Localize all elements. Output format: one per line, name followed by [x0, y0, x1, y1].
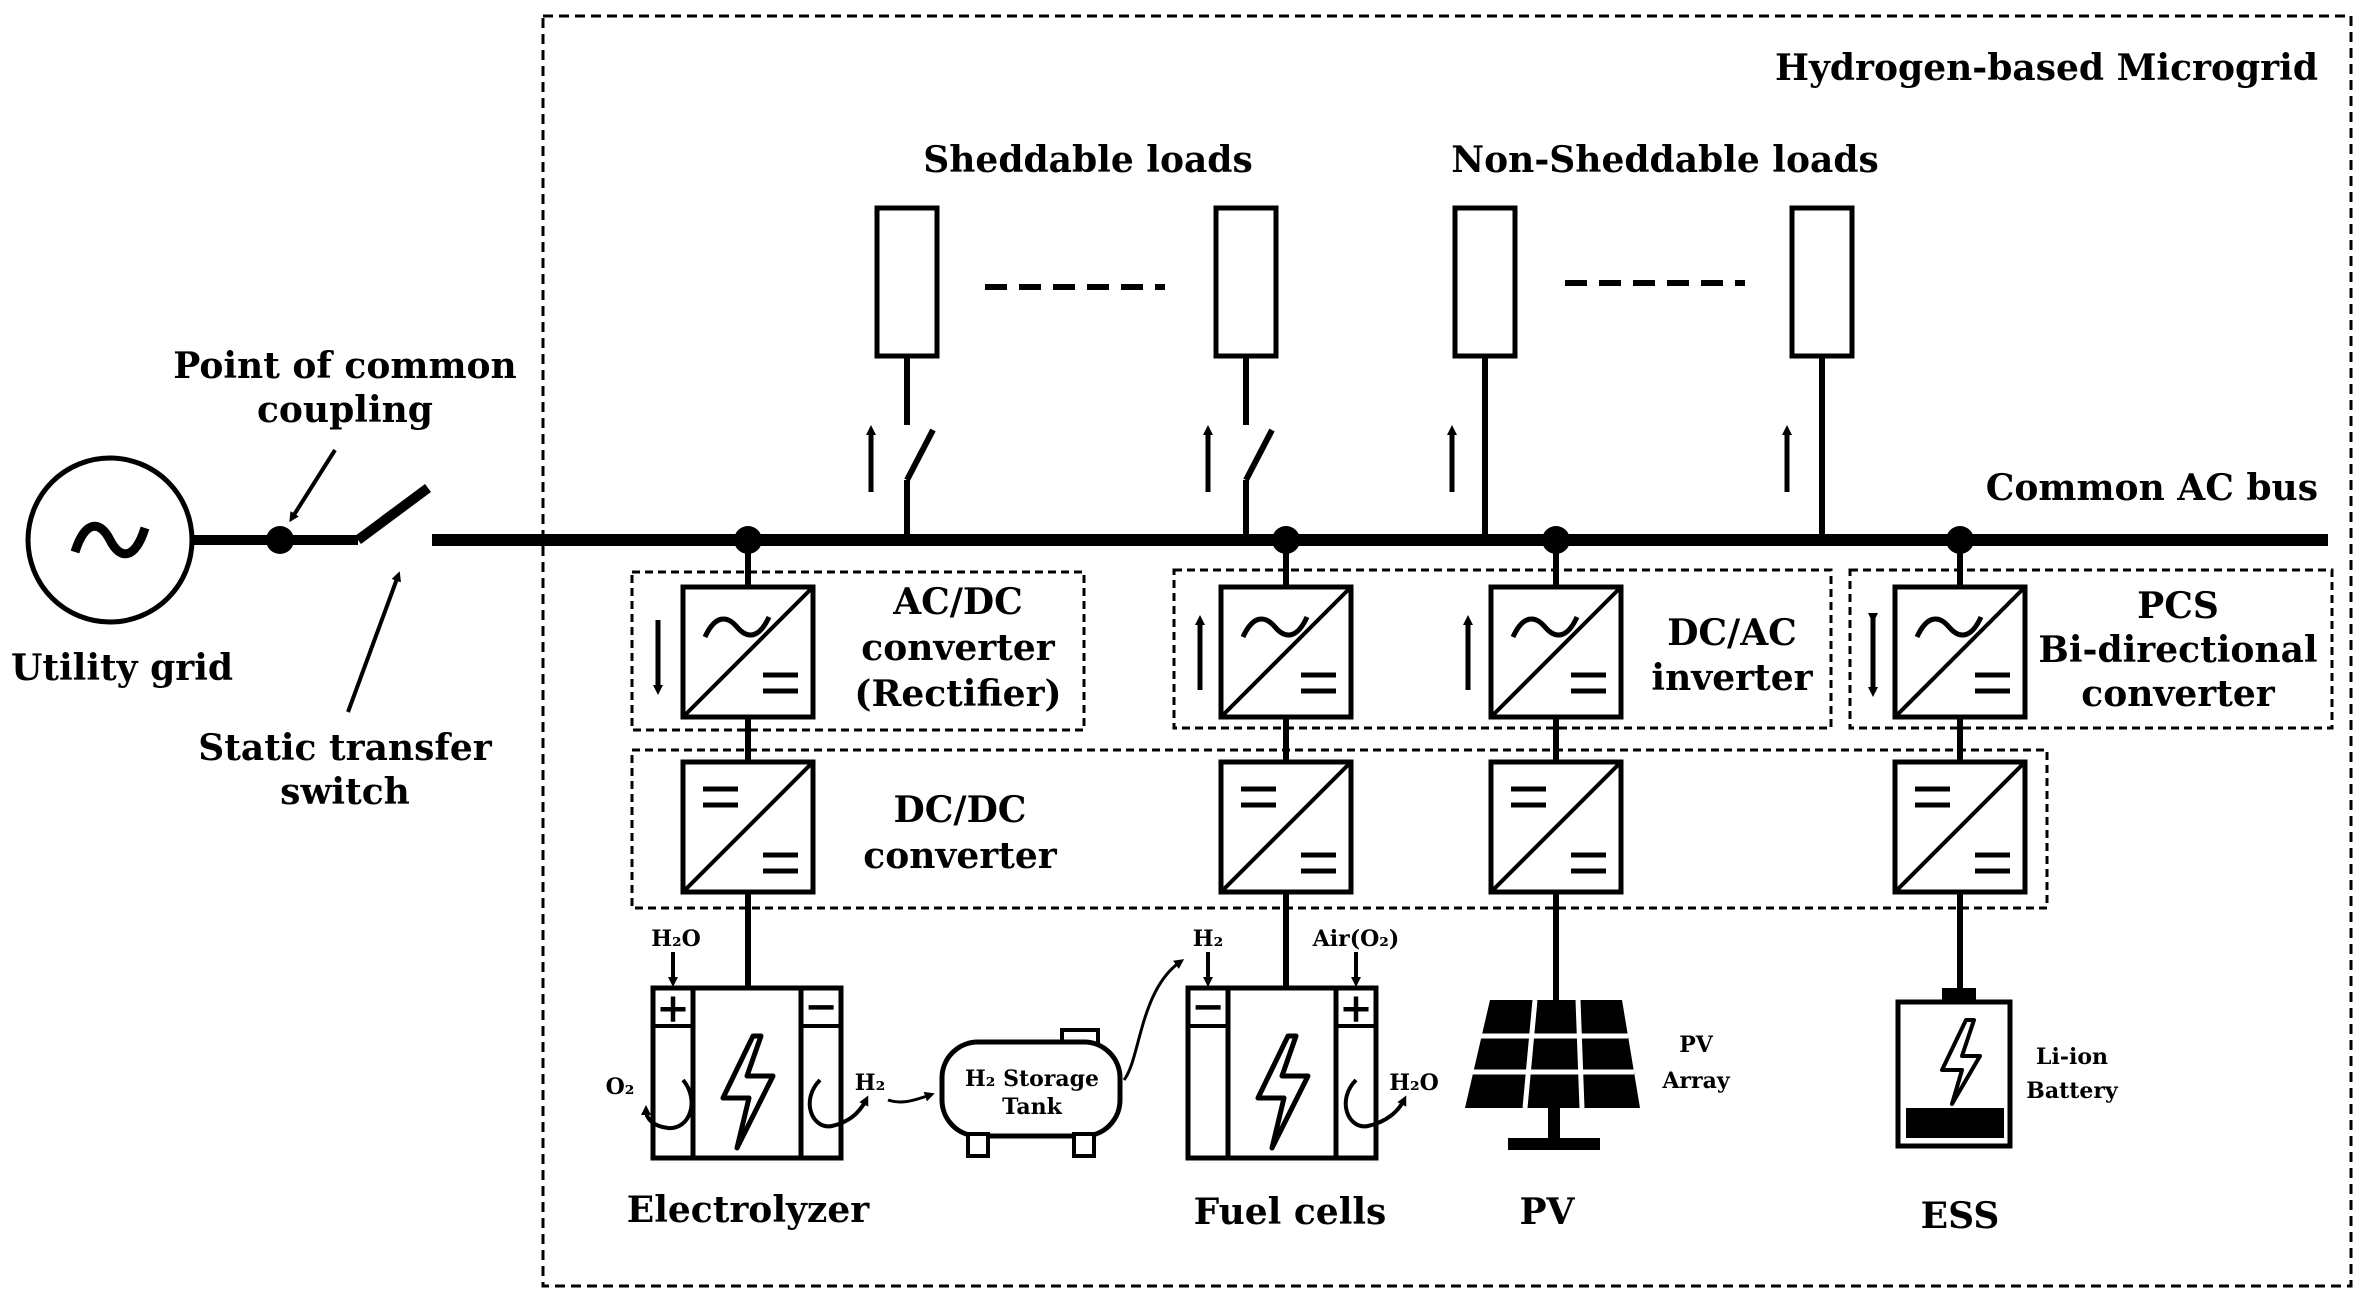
fuelcell-dcac-converter: [1221, 587, 1351, 717]
li-ion-battery-icon: [1895, 988, 2013, 1149]
fuelcell-dcdc-converter: [1221, 762, 1351, 892]
acdc-group-box: [630, 570, 1086, 732]
dcac-group-box: [1172, 568, 1833, 730]
sheddable-loads-label: Sheddable loads: [923, 139, 1252, 181]
dcdc-group-box: [630, 748, 2049, 910]
fuelcell-label: Fuel cells: [1194, 1191, 1387, 1233]
electrolyzer-minus: −: [804, 983, 838, 1030]
fuelcell-h2o-arrow: [1343, 1078, 1407, 1129]
sts-label-line2: switch: [280, 771, 410, 813]
electrolyzer-h2-arrow: [807, 1078, 869, 1129]
tank-label-line1: H₂ Storage: [965, 1066, 1099, 1092]
fuelcell-air-in: Air(O₂): [1312, 926, 1400, 952]
sts-arrow: [346, 571, 401, 713]
pcs-label-line3: converter: [2081, 673, 2275, 715]
pcc-label-line1: Point of common: [173, 345, 516, 387]
non-sheddable-load-n: [1782, 205, 1855, 540]
pv-array-label-line2: Array: [1661, 1068, 1731, 1094]
ess-dcdc-converter: [1895, 762, 2025, 892]
electrolyzer-o2-out: O₂: [606, 1074, 635, 1100]
sts-label-line1: Static transfer: [198, 727, 492, 769]
electrolyzer-cell: [650, 985, 844, 1161]
pv-dcdc-converter: [1491, 762, 1621, 892]
sheddable-load-1: [866, 205, 940, 540]
acdc-label-line2: converter: [861, 627, 1055, 669]
pcc-arrow: [289, 448, 337, 523]
battery-label-line2: Battery: [2026, 1078, 2119, 1104]
fuelcell-minus: −: [1191, 983, 1225, 1030]
pcc-label-line2: coupling: [257, 389, 433, 431]
pcs-label-line2: Bi-directional: [2038, 629, 2317, 671]
fuelcell-plus: +: [1339, 985, 1373, 1032]
utility-grid-label: Utility grid: [11, 647, 233, 689]
electrolyzer-to-tank-arrow: [887, 1091, 935, 1104]
pv-dcac-converter: [1491, 587, 1621, 717]
dcdc-label-line1: DC/DC: [894, 789, 1027, 831]
utility-grid-source: [25, 455, 195, 625]
electrolyzer-o2-arrow: [641, 1078, 694, 1131]
common-ac-bus-label: Common AC bus: [1986, 467, 2318, 509]
electrolyzer-label: Electrolyzer: [627, 1189, 870, 1231]
acdc-label-line1: AC/DC: [892, 581, 1023, 623]
fuel-cell: [1185, 985, 1379, 1161]
fuelcell-h2-in: H₂: [1193, 926, 1223, 952]
tank-to-fuelcell-arrow: [1122, 959, 1185, 1081]
non-sheddable-loads-label: Non-Sheddable loads: [1451, 139, 1879, 181]
sheddable-load-n: [1203, 205, 1279, 540]
dcdc-label-line2: converter: [863, 835, 1057, 877]
pcs-label-line1: PCS: [2137, 585, 2219, 627]
electrolyzer-dcdc-converter: [683, 762, 813, 892]
pcs-group-box: [1848, 568, 2334, 730]
non-sheddable-load-1: [1447, 205, 1518, 540]
pv-array-label-line1: PV: [1679, 1032, 1714, 1058]
tank-label-line2: Tank: [1002, 1094, 1063, 1120]
electrolyzer-h2-out: H₂: [855, 1070, 885, 1096]
dcac-label-line2: inverter: [1651, 657, 1813, 699]
acdc-label-line3: (Rectifier): [854, 673, 1061, 715]
h2-storage-tank: [939, 1028, 1123, 1158]
pv-array-icon: [1465, 999, 1640, 1150]
pv-label: PV: [1519, 1191, 1575, 1233]
ess-pcs-converter: [1895, 587, 2025, 717]
dcac-label-line1: DC/AC: [1667, 612, 1797, 654]
static-transfer-switch: [355, 483, 431, 545]
electrolyzer-plus: +: [656, 985, 690, 1032]
fuelcell-h2o-out: H₂O: [1389, 1070, 1439, 1096]
microgrid-boundary: [541, 14, 2353, 1288]
acdc-converter: [683, 587, 813, 717]
pcc-node: [266, 526, 294, 554]
battery-label-line1: Li-ion: [2036, 1044, 2108, 1070]
ess-label: ESS: [1921, 1195, 2000, 1237]
electrolyzer-h2o-in: H₂O: [651, 926, 701, 952]
microgrid-title: Hydrogen-based Microgrid: [1775, 47, 2318, 89]
